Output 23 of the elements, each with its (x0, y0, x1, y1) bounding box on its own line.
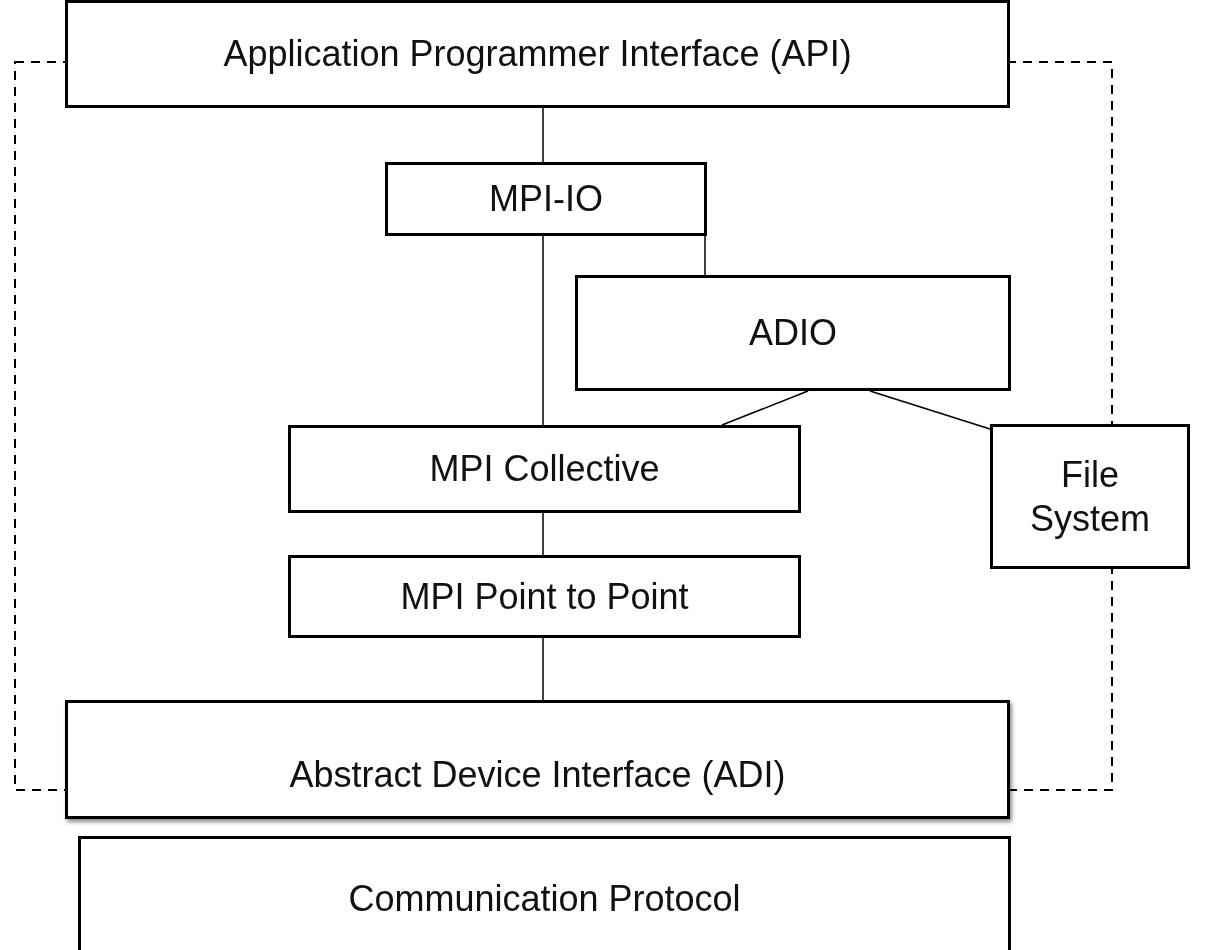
connector-line (542, 235, 544, 426)
connector-line (704, 235, 706, 276)
layer-box (288, 555, 801, 638)
layer-box (990, 424, 1190, 569)
connector-line (542, 637, 544, 701)
layer-label: File System (1029, 453, 1151, 540)
connector-line (869, 390, 991, 430)
layer-box (385, 162, 707, 236)
layer-label: MPI-IO (489, 177, 603, 221)
connector-line (721, 390, 809, 426)
layer-label: Application Programmer Interface (API) (223, 32, 852, 76)
layer-label: Communication Protocol (348, 877, 741, 921)
layer-box (78, 836, 1011, 950)
layer-label: Abstract Device Interface (ADI) (289, 753, 786, 797)
connector-line (542, 512, 544, 556)
layer-box (65, 700, 1010, 819)
connector-line (542, 107, 544, 163)
layer-label: ADIO (749, 311, 837, 355)
layer-box (65, 0, 1010, 108)
layer-box (575, 275, 1011, 391)
layer-label: MPI Point to Point (400, 574, 689, 619)
layer-box (288, 425, 801, 513)
layer-label: MPI Collective (429, 447, 660, 491)
